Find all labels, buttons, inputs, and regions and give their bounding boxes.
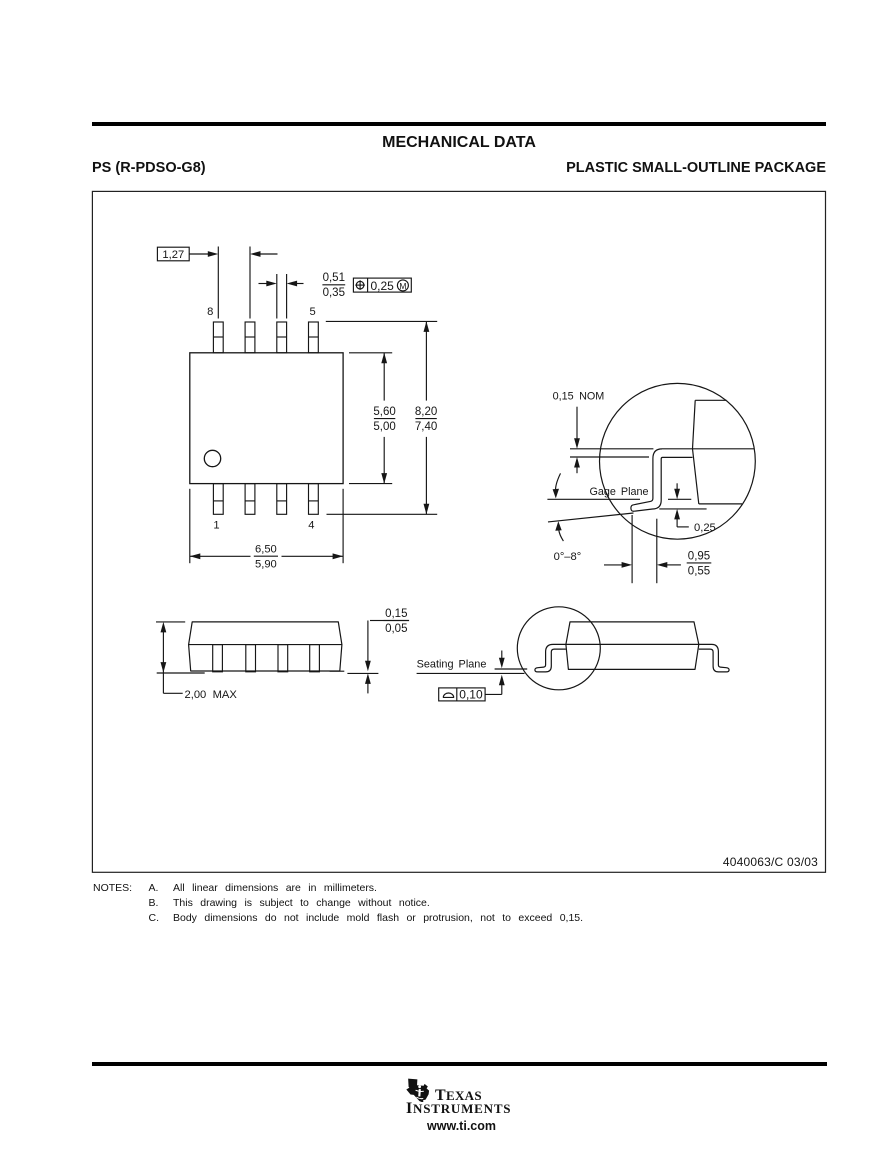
svg-text:0,55: 0,55 xyxy=(688,565,710,577)
svg-text:4: 4 xyxy=(308,520,314,532)
svg-text:1: 1 xyxy=(213,520,219,532)
svg-text:Seating Plane: Seating Plane xyxy=(417,659,487,671)
svg-text:8: 8 xyxy=(207,306,213,318)
svg-text:0,35: 0,35 xyxy=(323,287,345,299)
svg-text:0,95: 0,95 xyxy=(688,550,710,562)
svg-text:0,25: 0,25 xyxy=(371,279,395,293)
svg-text:0,15 NOM: 0,15 NOM xyxy=(553,391,605,403)
svg-text:2,00 MAX: 2,00 MAX xyxy=(185,689,238,701)
svg-text:6,50: 6,50 xyxy=(255,544,277,556)
svg-text:0°–8°: 0°–8° xyxy=(554,551,582,563)
svg-text:Gage Plane: Gage Plane xyxy=(590,486,649,498)
svg-text:0,15: 0,15 xyxy=(385,608,407,620)
svg-text:5,00: 5,00 xyxy=(373,421,395,433)
svg-text:M: M xyxy=(399,281,406,291)
svg-text:5,90: 5,90 xyxy=(255,559,277,571)
svg-text:1,27: 1,27 xyxy=(162,249,184,261)
svg-text:0,05: 0,05 xyxy=(385,623,407,635)
svg-text:0,25: 0,25 xyxy=(694,522,716,534)
svg-text:5: 5 xyxy=(309,306,315,318)
svg-text:8,20: 8,20 xyxy=(415,406,437,418)
svg-text:0,51: 0,51 xyxy=(323,272,345,284)
svg-text:5,60: 5,60 xyxy=(373,406,395,418)
svg-text:0,10: 0,10 xyxy=(459,687,483,701)
svg-text:4040063/C 03/03: 4040063/C 03/03 xyxy=(723,855,818,869)
svg-text:7,40: 7,40 xyxy=(415,421,437,433)
